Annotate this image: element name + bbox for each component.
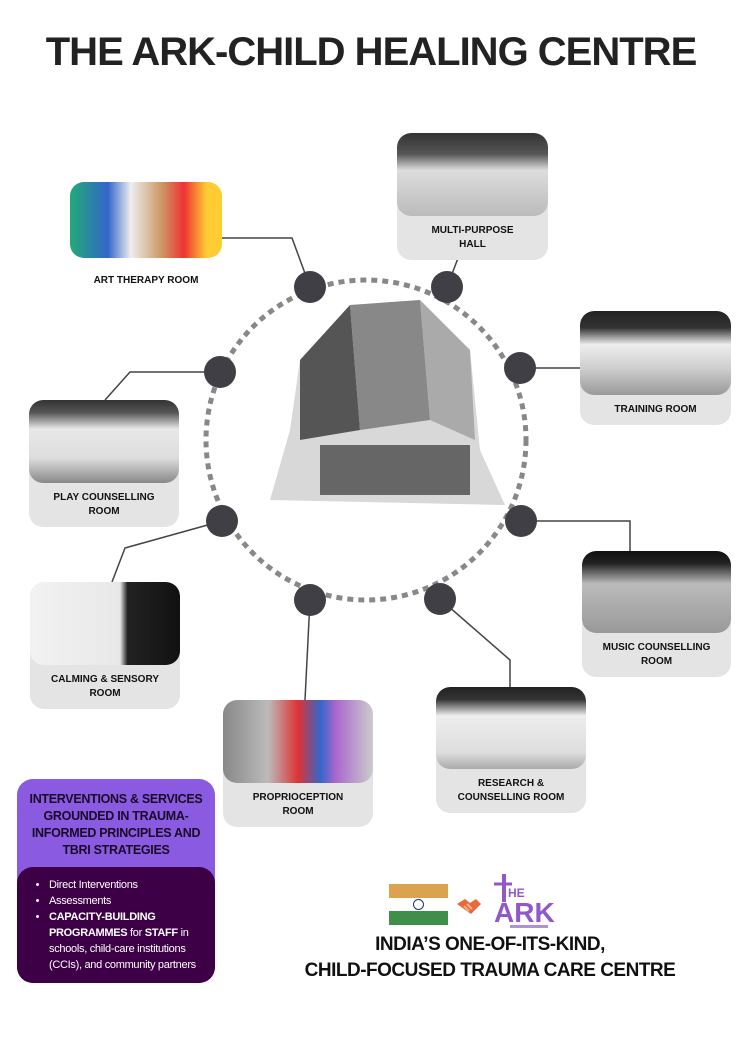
node-dot bbox=[424, 583, 456, 615]
node-dot bbox=[294, 271, 326, 303]
ark-logo: HE ARK bbox=[490, 872, 556, 930]
room-card-multi-purpose: MULTI-PURPOSE HALL bbox=[397, 133, 548, 260]
room-label: MUSIC COUNSELLING ROOM bbox=[602, 642, 711, 667]
service-item: Direct Interventions bbox=[49, 877, 207, 893]
room-label: CALMING & SENSORY ROOM bbox=[51, 674, 159, 699]
svg-text:HE: HE bbox=[508, 886, 525, 900]
capacity-rest: in schools, child-care institutions (CCI… bbox=[49, 927, 196, 971]
room-card-play-counselling: PLAY COUNSELLING ROOM bbox=[29, 400, 179, 527]
dashed-ring bbox=[203, 277, 529, 603]
multi-purpose-photo bbox=[397, 133, 548, 216]
node-dot bbox=[206, 505, 238, 537]
tagline: INDIA’S ONE-OF-ITS-KIND, CHILD-FOCUSED T… bbox=[250, 932, 730, 984]
room-label: MULTI-PURPOSE HALL bbox=[431, 225, 514, 250]
room-label: ART THERAPY ROOM bbox=[93, 275, 199, 286]
room-label: PLAY COUNSELLING ROOM bbox=[53, 492, 155, 517]
page-title: THE ARK-CHILD HEALING CENTRE bbox=[45, 30, 698, 74]
node-dot bbox=[431, 271, 463, 303]
research-counselling-photo bbox=[436, 687, 586, 769]
proprioception-photo bbox=[223, 700, 373, 783]
services-list: Direct Interventions Assessments CAPACIT… bbox=[33, 877, 207, 973]
services-heading: INTERVENTIONS & SERVICES GROUNDED IN TRA… bbox=[29, 792, 203, 857]
calming-sensory-photo bbox=[30, 582, 180, 665]
capacity-bold: CAPACITY-BUILDING PROGRAMMES bbox=[49, 911, 156, 939]
tagline-line-2: CHILD-FOCUSED TRAUMA CARE CENTRE bbox=[304, 960, 676, 981]
building-photo bbox=[270, 300, 505, 505]
room-label: RESEARCH & COUNSELLING ROOM bbox=[457, 778, 565, 803]
room-label: TRAINING ROOM bbox=[614, 404, 697, 415]
play-counselling-photo bbox=[29, 400, 179, 483]
service-item: Assessments bbox=[49, 893, 207, 909]
node-dot bbox=[294, 584, 326, 616]
node-dot bbox=[504, 352, 536, 384]
room-card-art-therapy: ART THERAPY ROOM bbox=[70, 182, 222, 288]
service-item-capacity: CAPACITY-BUILDING PROGRAMMES for STAFF i… bbox=[49, 909, 207, 973]
capacity-staff: STAFF bbox=[144, 927, 178, 939]
room-card-calming-sensory: CALMING & SENSORY ROOM bbox=[30, 582, 180, 709]
room-card-training: TRAINING ROOM bbox=[580, 311, 731, 425]
training-photo bbox=[580, 311, 731, 395]
services-panel: INTERVENTIONS & SERVICES GROUNDED IN TRA… bbox=[17, 779, 215, 983]
room-label: PROPRIOCEPTION ROOM bbox=[252, 792, 344, 817]
room-card-music-counselling: MUSIC COUNSELLING ROOM bbox=[582, 551, 731, 677]
services-list-panel: Direct Interventions Assessments CAPACIT… bbox=[17, 867, 215, 983]
node-dot bbox=[505, 505, 537, 537]
room-card-proprioception: PROPRIOCEPTION ROOM bbox=[223, 700, 373, 827]
music-counselling-photo bbox=[582, 551, 731, 633]
svg-text:ARK: ARK bbox=[494, 897, 555, 928]
room-card-research-counselling: RESEARCH & COUNSELLING ROOM bbox=[436, 687, 586, 813]
art-therapy-photo bbox=[70, 182, 222, 258]
ark-logo-graphic: HE ARK bbox=[494, 874, 555, 928]
capacity-for: for bbox=[127, 927, 145, 939]
handshake-icon bbox=[457, 899, 481, 914]
india-flag-icon bbox=[389, 884, 448, 925]
tagline-line-1: INDIA’S ONE-OF-ITS-KIND, bbox=[375, 934, 605, 955]
node-dot bbox=[204, 356, 236, 388]
